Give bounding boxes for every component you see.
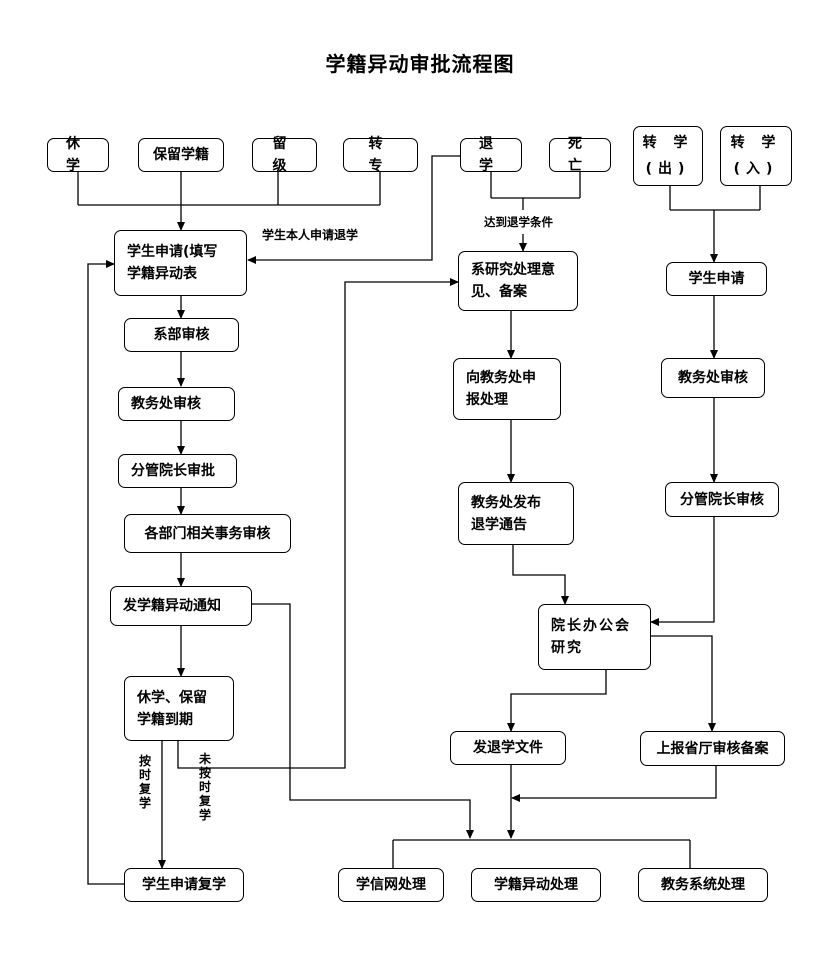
node-zhuanxue-ru: 转 学 (入) [720,126,792,186]
node-fa-xueji-tongzhi: 发学籍异动通知 [110,586,252,626]
connector [650,517,715,626]
node-zhuanzhuan: 转 专 [343,136,418,174]
node-xuesheng-shenqing-tianxie: 学生申请(填写 学籍异动表 [114,230,247,296]
label-weianshi-fuxue: 未按时复学 [198,752,211,822]
node-tuixue: 退 学 [460,136,522,174]
node-jiaowu-xitong: 教务系统处理 [638,868,768,902]
connector [511,766,717,802]
node-xueji-chuli: 学籍异动处理 [471,868,601,902]
node-yuanzhang-bangonghui: 院长办公会 研究 [538,604,651,670]
node-fenguan-shenhe: 分管院长审核 [665,482,779,517]
node-fabu-tonggao: 教务处发布 退学通告 [458,482,574,545]
node-jiaowuchu-shenhe-right: 教务处审核 [661,358,765,398]
connector [252,603,474,839]
node-xuexinwang: 学信网处理 [338,868,444,902]
node-xiuxue-daoqi: 休学、保留 学籍到期 [124,676,234,741]
connector [507,670,607,732]
node-xibu-shenhe: 系部审核 [124,318,239,352]
node-gebumen-shenhe: 各部门相关事务审核 [124,514,291,553]
connector [247,155,460,264]
node-xiuxue: 休 学 [47,136,109,174]
label-anshi-fuxue: 按时复学 [138,754,151,810]
page-title: 学籍异动审批流程图 [325,52,515,76]
connector [651,635,716,732]
node-xi-yanjiu: 系研究处理意 见、备案 [458,251,578,311]
label-dadao-tiaojian: 达到退学条件 [484,215,553,229]
node-shenqing-fuxue: 学生申请复学 [124,868,244,902]
node-jiaowuchu-shenhe-left: 教务处审核 [118,387,235,421]
connector [177,278,459,769]
node-siwang: 死 亡 [549,136,611,174]
node-xiang-jiaowuchu: 向教务处申 报处理 [453,358,561,420]
connector [87,260,124,885]
node-baoliu-xueji: 保留学籍 [138,138,224,172]
node-zhuanxue-chu: 转 学 (出) [633,126,703,186]
connector [512,545,569,605]
node-xuesheng-shenqing-right: 学生申请 [666,262,767,296]
node-shangbao: 上报省厅审核备案 [640,731,785,766]
node-fenguan-shenpi: 分管院长审批 [118,454,237,488]
node-fa-tuixue-wenjian: 发退学文件 [450,731,566,765]
label-benren-tuixue: 学生本人申请退学 [262,228,359,242]
node-liuji: 留 级 [252,136,317,174]
